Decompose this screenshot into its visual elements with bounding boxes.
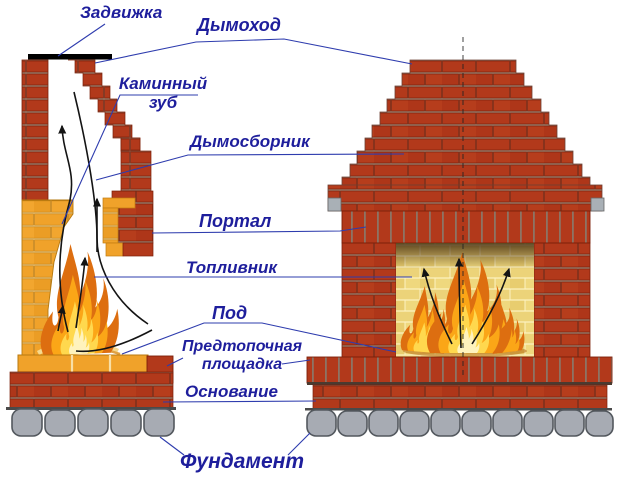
damper-bar: [28, 54, 112, 60]
stone: [306, 409, 337, 437]
leader-portal: [151, 226, 367, 234]
base-edge-right: [305, 408, 612, 411]
leader-zadvizhka: [57, 23, 106, 57]
left-fireplace-cross-section: [6, 54, 176, 437]
stone: [399, 410, 430, 437]
soldier-course-lintel: [341, 210, 591, 244]
cornice-corbel-left: [327, 197, 342, 212]
airflow-arrow-fire2: [57, 304, 66, 332]
airflow-arrow-flue: [58, 124, 73, 333]
right-fireplace-front-view: [305, 37, 614, 437]
label-dymosbornik: Дымосборник: [190, 132, 310, 151]
stone: [554, 409, 585, 437]
hearth-floor: [17, 354, 149, 373]
lintel-foot-yellow: [105, 242, 124, 257]
slab-edge: [307, 382, 612, 385]
stone: [492, 409, 523, 437]
cornice-corbel-right: [590, 197, 605, 212]
label-kaminny-zub: Каминный зуб: [118, 74, 208, 113]
stone: [368, 409, 399, 437]
stone: [143, 408, 175, 437]
stone: [523, 410, 554, 437]
label-predtopochnaya: Предтопочная площадка: [181, 338, 303, 373]
lintel-firebrick-course: [102, 197, 136, 209]
foundation-stones-left: [11, 408, 175, 437]
base-right: [312, 384, 608, 411]
portal-column-right: [533, 242, 591, 358]
chimney-wall-left: [21, 59, 49, 201]
leader-kaminny-zub: [61, 94, 198, 225]
portal-column-left: [341, 242, 397, 358]
leader-dymosbornik: [95, 153, 405, 181]
base-left: [9, 371, 174, 409]
airflow-arrows-left: [57, 91, 153, 353]
smoke-chamber-step: [120, 137, 141, 152]
stone: [461, 410, 492, 437]
stone: [44, 409, 76, 437]
label-fundament: Фундамент: [180, 450, 304, 473]
stone: [110, 409, 142, 437]
leader-osnovanie: [162, 400, 317, 403]
airflow-arrow-fire1: [75, 256, 89, 329]
leader-lines: [57, 23, 413, 456]
left-firebox-fire: [36, 242, 121, 358]
hearth-floor-joints: [70, 355, 112, 372]
airflow-arrow-left: [421, 267, 453, 345]
label-zadvizhka: Задвижка: [80, 3, 163, 22]
leader-predtopochnaya: [166, 357, 311, 367]
lintel-foot-red: [122, 242, 154, 257]
label-toplivnik: Топливник: [186, 258, 278, 277]
label-portal: Портал: [199, 211, 272, 231]
stone: [430, 409, 461, 437]
hearth-platform-slab: [306, 356, 613, 384]
stone: [11, 408, 43, 437]
stone: [77, 408, 109, 437]
airflow-arrow-center: [454, 257, 464, 349]
label-pod: Под: [212, 303, 248, 323]
airflow-arrows-right: [421, 257, 511, 349]
airflow-curve-floor: [75, 329, 153, 353]
label-osnovanie: Основание: [185, 382, 278, 401]
leader-dymohod: [94, 38, 413, 65]
portal-lintel-upper: [120, 150, 152, 192]
right-firebox: [396, 243, 534, 357]
leader-fundament: [159, 432, 311, 456]
lintel-firebrick-lining: [102, 207, 119, 244]
airflow-arrow-right: [471, 267, 511, 345]
leader-pod: [121, 322, 397, 355]
stone: [337, 410, 368, 437]
foundation-stones-right: [306, 409, 614, 437]
mantel-cornice: [327, 184, 603, 212]
label-dymohod: Дымоход: [197, 15, 281, 35]
stone: [585, 410, 614, 437]
chimney-breast-pyramid: [341, 59, 591, 189]
